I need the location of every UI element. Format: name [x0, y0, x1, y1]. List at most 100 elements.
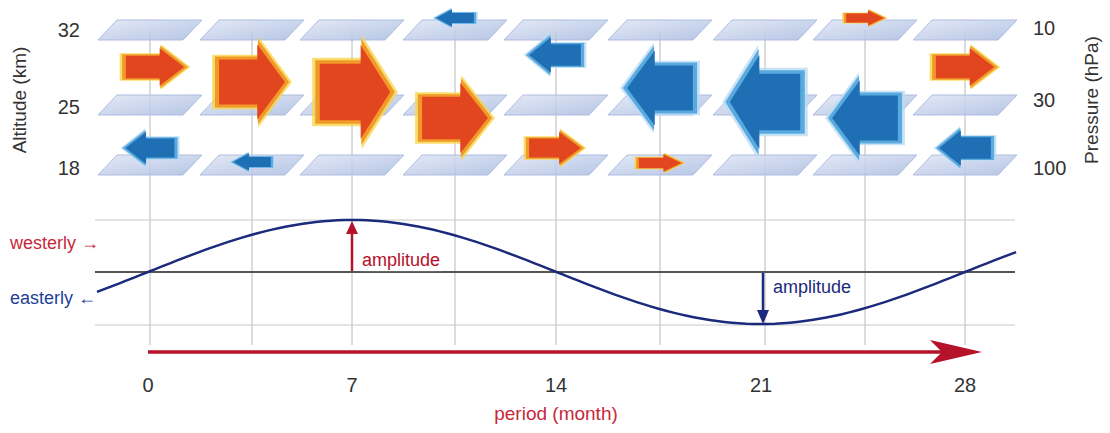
arrow-layer — [842, 9, 888, 27]
westerly-arrow — [930, 44, 1001, 90]
grid-line — [865, 30, 866, 345]
period-arrow — [148, 350, 945, 354]
arrow-layer — [936, 128, 994, 168]
arrow-layer — [432, 8, 478, 29]
arrow-layer — [120, 44, 191, 90]
altitude-value: 32 — [58, 19, 80, 41]
altitude-value: 25 — [58, 96, 80, 118]
arrow-layer — [934, 126, 997, 169]
arrow-layer — [215, 40, 289, 125]
arrow-layer — [122, 46, 188, 88]
arrow-layer — [529, 37, 581, 73]
arrow-layer — [312, 35, 398, 149]
easterly-arrow — [620, 42, 700, 133]
altitude-plane — [200, 20, 304, 40]
altitude-value: 18 — [58, 157, 80, 179]
altitude-plane — [913, 20, 1017, 40]
arrow-layer — [219, 44, 285, 119]
arrow-layer — [422, 83, 488, 154]
arrow-layer — [524, 129, 587, 168]
arrow-layer — [315, 39, 395, 145]
arrow-layer — [526, 35, 584, 75]
arrow-layer — [620, 42, 700, 133]
amplitude-arrowhead — [757, 310, 769, 324]
arrow-layer — [231, 152, 273, 171]
altitude-plane — [300, 155, 404, 175]
arrow-layer — [126, 48, 184, 86]
amplitude-label: amplitude — [771, 278, 853, 298]
arrow-layer — [725, 49, 805, 155]
arrow-layer — [524, 33, 587, 76]
tick-label: 7 — [346, 374, 357, 396]
arrow-layer — [832, 80, 898, 155]
arrow-layer — [722, 45, 808, 159]
tick-label: 14 — [545, 374, 567, 396]
arrow-layer — [627, 50, 693, 125]
grid-line — [95, 220, 1015, 221]
arrow-layer — [436, 10, 474, 27]
altitude-plane — [713, 20, 817, 40]
amplitude-arrow — [351, 232, 354, 271]
altitude-plane — [403, 155, 507, 175]
arrow-layer — [623, 46, 697, 131]
easterly-arrow — [524, 33, 587, 76]
altitude-plane — [98, 95, 202, 115]
pressure-value: 100 — [1033, 157, 1066, 179]
westerly-arrow — [212, 36, 292, 127]
altitude-plane — [913, 95, 1017, 115]
arrow-layer — [936, 48, 994, 86]
arrow-layer — [932, 46, 998, 88]
pressure-value: 10 — [1033, 17, 1055, 39]
arrow-layer — [126, 132, 175, 164]
easterly-arrow — [229, 152, 275, 173]
altitude-plane — [98, 20, 202, 40]
arrow-layer — [634, 153, 685, 174]
arrow-layer — [529, 132, 581, 164]
arrow-layer — [418, 78, 492, 158]
altitude-plane — [608, 20, 712, 40]
arrow-layer — [212, 36, 292, 127]
altitude-plane — [813, 155, 917, 175]
arrow-layer — [828, 76, 902, 161]
arrow-layer — [846, 10, 884, 25]
altitude-plane — [713, 155, 817, 175]
altitude-plane — [608, 155, 712, 175]
tick-label: 0 — [142, 374, 153, 396]
period-arrowhead — [930, 340, 982, 364]
westerly-arrow — [312, 35, 398, 149]
tick-label: 21 — [750, 374, 772, 396]
grid-line — [95, 325, 1015, 326]
arrow-layer — [730, 55, 801, 149]
easterly-arrow — [432, 8, 478, 29]
arrow-layer — [844, 10, 886, 27]
westerly-arrow — [524, 129, 587, 168]
amplitude-label: amplitude — [360, 251, 442, 271]
arrow-layer — [939, 130, 991, 166]
easterly-label: easterly ← — [10, 289, 96, 309]
axis-title: Pressure (hPa) — [1082, 36, 1103, 164]
arrow-layer — [122, 130, 177, 166]
tick-label: 28 — [954, 374, 976, 396]
arrow-layer — [434, 8, 476, 27]
arrow-layer — [639, 155, 681, 172]
grid-line — [455, 30, 456, 345]
pressure-value: 30 — [1033, 89, 1055, 111]
westerly-arrow — [120, 44, 191, 90]
westerly-arrow — [415, 75, 495, 161]
arrow-layer — [825, 72, 905, 163]
easterly-arrow — [722, 45, 808, 159]
oscillation-curve — [97, 220, 1016, 324]
arrow-layer — [930, 44, 1001, 90]
easterly-arrow — [934, 126, 997, 169]
easterly-arrow — [120, 129, 179, 168]
westerly-arrow — [842, 9, 888, 27]
arrow-layer — [320, 45, 391, 139]
arrow-layer — [415, 75, 495, 161]
amplitude-arrowhead — [346, 221, 358, 234]
axis-title: Altitude (km) — [10, 47, 31, 154]
altitude-plane — [504, 95, 608, 115]
westerly-label: westerly → — [10, 234, 99, 254]
arrow-layer — [526, 130, 584, 166]
